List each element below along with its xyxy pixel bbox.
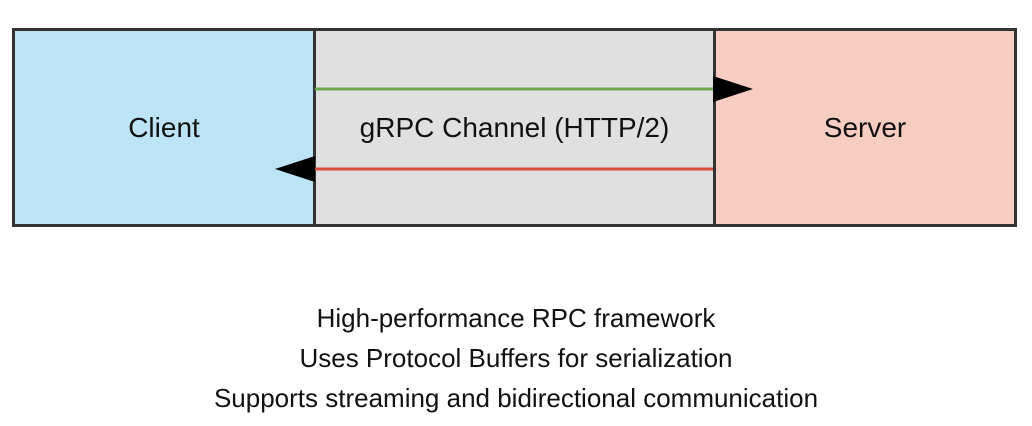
note-line: Supports streaming and bidirectional com…	[213, 383, 819, 413]
server-label: Server	[823, 111, 907, 143]
description-notes: High-performance RPC framework Uses Prot…	[0, 298, 1032, 418]
note-line: Uses Protocol Buffers for serialization	[299, 343, 733, 373]
note-line: High-performance RPC framework	[316, 303, 716, 333]
client-label: Client	[128, 111, 200, 143]
grpc-channel-box: gRPC Channel (HTTP/2)	[313, 28, 716, 227]
client-box: Client	[12, 28, 316, 227]
channel-label: gRPC Channel (HTTP/2)	[359, 111, 670, 143]
server-box: Server	[713, 28, 1017, 227]
